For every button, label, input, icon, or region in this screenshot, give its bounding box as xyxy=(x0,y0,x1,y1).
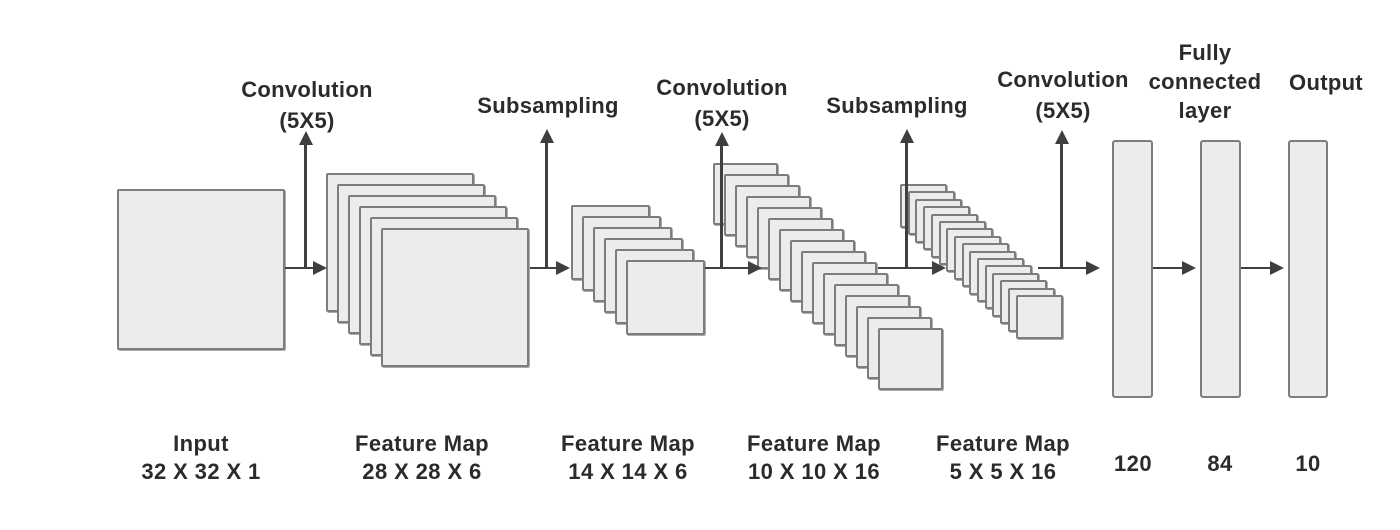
label-text: Feature Map xyxy=(936,431,1070,456)
label-fully-connected-layer: Fully connected layer xyxy=(1149,38,1262,125)
label-text: Convolution xyxy=(241,77,373,102)
label-feature-map-4: Feature Map 5 X 5 X 16 xyxy=(936,430,1070,486)
label-feature-map-2: Feature Map 14 X 14 X 6 xyxy=(561,430,695,486)
flow-arrow-input-to-c1 xyxy=(285,267,315,269)
flow-arrow-s4-to-fc1 xyxy=(1038,267,1088,269)
label-subsampling-2: Subsampling xyxy=(826,90,967,121)
label-fc-120: 120 xyxy=(1114,450,1152,478)
label-output-10: 10 xyxy=(1295,450,1320,478)
input-image-plane xyxy=(117,189,285,350)
label-text: Feature Map xyxy=(355,431,489,456)
convolution-arrow-3 xyxy=(1060,142,1063,268)
label-text: (5X5) xyxy=(1035,98,1091,123)
label-text: Input xyxy=(173,431,229,456)
label-feature-map-3: Feature Map 10 X 10 X 16 xyxy=(747,430,881,486)
fc-layer-bar-120 xyxy=(1112,140,1153,398)
convolution-arrow-1-head xyxy=(299,131,313,145)
subsampling-arrow-2-head xyxy=(900,129,914,143)
label-convolution-3: Convolution (5X5) xyxy=(997,64,1129,126)
label-text: 84 xyxy=(1207,451,1233,476)
label-text: (5X5) xyxy=(279,108,335,133)
flow-arrow-s4-to-fc1-head xyxy=(1086,261,1100,275)
label-text: 10 X 10 X 16 xyxy=(747,459,881,484)
label-text: 14 X 14 X 6 xyxy=(568,459,688,484)
label-output: Output xyxy=(1289,67,1363,98)
subsampling-arrow-2 xyxy=(905,141,908,268)
flow-arrow-fc1-to-fc2 xyxy=(1153,267,1184,269)
flow-arrow-fc2-to-output-head xyxy=(1270,261,1284,275)
flow-arrow-input-to-c1-head xyxy=(313,261,327,275)
label-text: Feature Map xyxy=(561,431,695,456)
flow-arrow-c1-to-s2-head xyxy=(556,261,570,275)
feature-map-stack-28x28x6-plane xyxy=(381,228,529,367)
label-text: Feature Map xyxy=(747,431,881,456)
output-layer-bar-10 xyxy=(1288,140,1328,398)
label-text: 120 xyxy=(1114,451,1152,476)
flow-arrow-s2-to-c3 xyxy=(705,267,750,269)
feature-map-stack-10x10x16-plane xyxy=(878,328,943,390)
flow-arrow-fc2-to-output xyxy=(1241,267,1272,269)
label-text: Convolution xyxy=(997,67,1129,92)
flow-arrow-c3-to-s4 xyxy=(878,267,934,269)
label-convolution-1: Convolution (5X5) xyxy=(241,74,373,136)
label-text: Subsampling xyxy=(826,93,968,118)
convolution-arrow-2-head xyxy=(715,132,729,146)
label-text: connected xyxy=(1148,69,1262,94)
convolution-arrow-2 xyxy=(720,144,723,268)
flow-arrow-s2-to-c3-head xyxy=(748,261,762,275)
label-text: 10 xyxy=(1295,451,1321,476)
label-text: Convolution xyxy=(656,75,788,100)
label-text: 32 X 32 X 1 xyxy=(141,459,261,484)
label-convolution-2: Convolution (5X5) xyxy=(656,72,788,134)
label-text: layer xyxy=(1178,98,1232,123)
fc-layer-bar-84 xyxy=(1200,140,1241,398)
label-fc-84: 84 xyxy=(1207,450,1232,478)
flow-arrow-c3-to-s4-head xyxy=(932,261,946,275)
feature-map-stack-14x14x6-plane xyxy=(626,260,705,335)
label-text: (5X5) xyxy=(694,106,750,131)
label-subsampling-1: Subsampling xyxy=(477,90,618,121)
subsampling-arrow-1-head xyxy=(540,129,554,143)
convolution-arrow-3-head xyxy=(1055,130,1069,144)
label-text: Subsampling xyxy=(477,93,619,118)
flow-arrow-fc1-to-fc2-head xyxy=(1182,261,1196,275)
label-feature-map-1: Feature Map 28 X 28 X 6 xyxy=(355,430,489,486)
label-input-dims: Input 32 X 32 X 1 xyxy=(141,430,260,486)
feature-map-stack-5x5x16-plane xyxy=(1016,295,1063,339)
label-text: 28 X 28 X 6 xyxy=(362,459,482,484)
flow-arrow-c1-to-s2 xyxy=(530,267,558,269)
convolution-arrow-1 xyxy=(304,143,307,268)
label-text: Fully xyxy=(1178,40,1232,65)
subsampling-arrow-1 xyxy=(545,141,548,268)
label-text: Output xyxy=(1289,70,1363,95)
label-text: 5 X 5 X 16 xyxy=(949,459,1057,484)
